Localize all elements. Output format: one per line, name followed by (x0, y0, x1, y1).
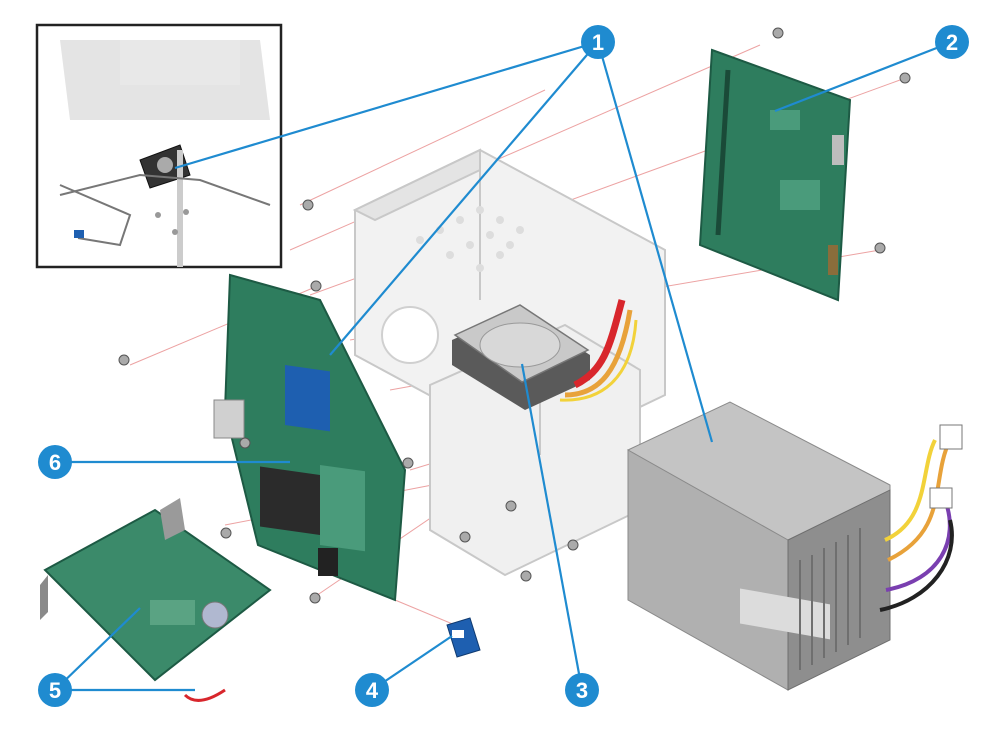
callout-circle (355, 673, 389, 707)
formatter-board (213, 273, 407, 602)
interface-board (698, 48, 852, 302)
callout-circle (38, 445, 72, 479)
memory-card (446, 617, 481, 658)
callout-markers: 1 2 3 4 5 6 (38, 25, 969, 707)
callout-5: 5 (38, 673, 72, 707)
callout-circle (565, 673, 599, 707)
callout-circle (935, 25, 969, 59)
callout-6: 6 (38, 445, 72, 479)
callout-number: 1 (592, 30, 604, 55)
power-supply-unit (626, 401, 963, 691)
inset-detail (35, 23, 283, 269)
hard-disk-drive (452, 299, 638, 410)
callout-number: 6 (49, 450, 61, 475)
callout-number: 4 (366, 678, 379, 703)
callout-circle (581, 25, 615, 59)
leader-lines (54, 40, 953, 692)
callout-2: 2 (935, 25, 969, 59)
expansion-card (40, 498, 272, 702)
callout-1: 1 (581, 25, 615, 59)
callout-4: 4 (355, 673, 389, 707)
callout-circle (38, 673, 72, 707)
callout-number: 3 (576, 678, 588, 703)
callout-number: 2 (946, 30, 958, 55)
callout-3: 3 (565, 673, 599, 707)
callout-number: 5 (49, 678, 61, 703)
screws (118, 27, 911, 604)
